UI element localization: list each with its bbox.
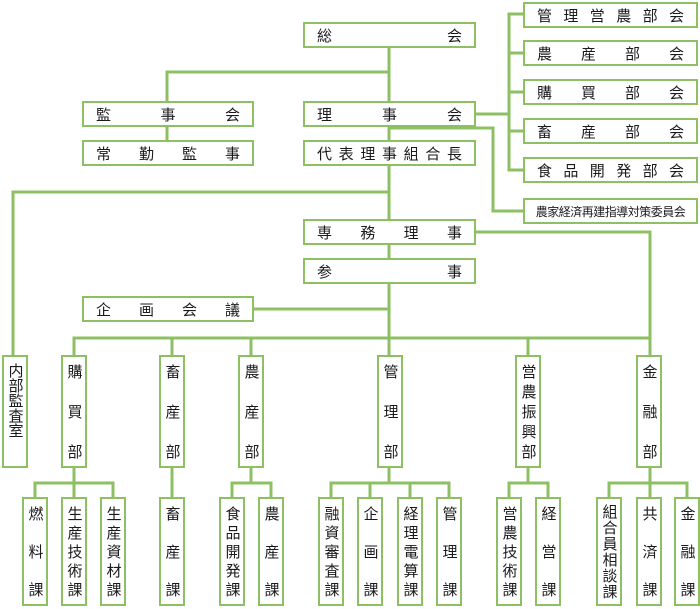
committee-farm-rebuilding: 農家経済再建指導対策委員会	[523, 198, 698, 224]
board-of-directors-box: 理 事 会	[303, 101, 476, 127]
councilor-box: 参 事	[303, 258, 476, 284]
committee-agriculture: 農 産 部 会	[523, 40, 698, 66]
committee-livestock: 畜 産 部 会	[523, 118, 698, 144]
sec-production-tech: 生産技術課	[61, 497, 87, 606]
fulltime-auditor-box: 常 勤 監 事	[82, 140, 254, 166]
sec-finance: 金融課	[674, 497, 700, 606]
executive-director-box: 専 務 理 事	[303, 219, 476, 245]
internal-audit-office-box: 内部監査室	[2, 355, 28, 468]
dept-management: 管理部	[377, 355, 403, 468]
sec-administration: 管理課	[436, 497, 462, 606]
sec-accounting-computing: 経理電算課	[397, 497, 423, 606]
sec-management: 経営課	[535, 497, 561, 606]
dept-finance: 金融部	[636, 355, 662, 468]
sec-fuel: 燃料課	[22, 497, 48, 606]
committee-purchasing: 購 買 部 会	[523, 79, 698, 105]
sec-mutual-aid: 共済課	[636, 497, 662, 606]
general-assembly-box: 総 会	[303, 22, 476, 48]
committee-management-farming: 管 理 営 農 部 会	[523, 2, 698, 28]
dept-farming-promotion: 営農振興部	[515, 355, 541, 468]
dept-agriculture: 農産部	[238, 355, 264, 468]
sec-livestock: 畜産課	[159, 497, 185, 606]
committee-food-development: 食 品 開 発 部 会	[523, 157, 698, 183]
dept-livestock: 畜産部	[159, 355, 185, 468]
sec-member-consultation: 組合員相談課	[596, 497, 622, 606]
sec-production-materials: 生産資材課	[100, 497, 126, 606]
auditors-board-box: 監 事 会	[82, 101, 254, 127]
representative-director-box: 代表理事組合長	[303, 140, 476, 166]
planning-meeting-box: 企 画 会 議	[82, 296, 254, 322]
dept-purchasing: 購買部	[61, 355, 87, 468]
sec-planning: 企画課	[357, 497, 383, 606]
sec-loan-review: 融資審査課	[318, 497, 344, 606]
sec-food-development: 食品開発課	[219, 497, 245, 606]
sec-agriculture: 農産課	[258, 497, 284, 606]
sec-farming-tech: 営農技術課	[496, 497, 522, 606]
